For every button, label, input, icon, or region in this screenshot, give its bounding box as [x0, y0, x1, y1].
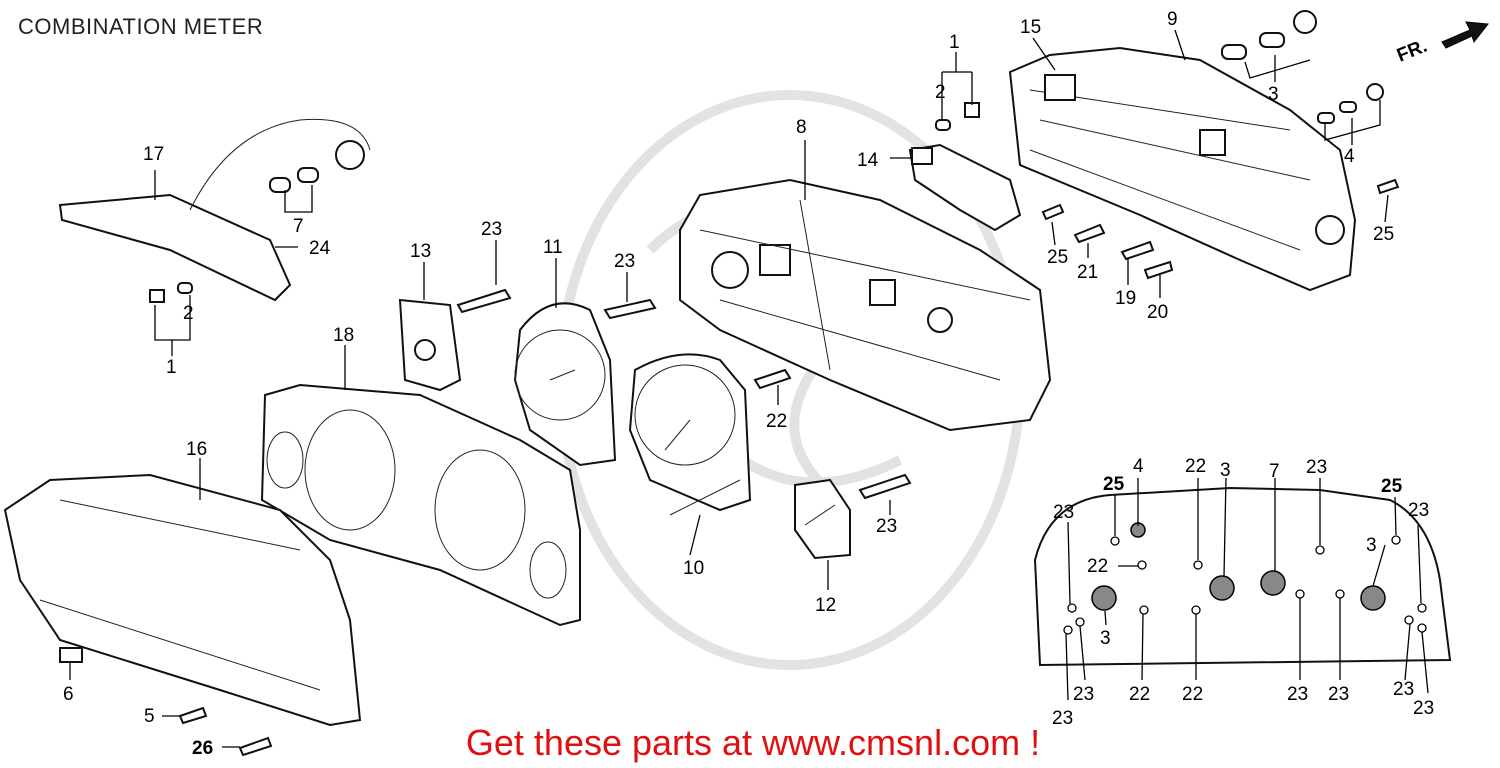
part-9-circuit-board — [1008, 46, 1357, 292]
leader-lines — [69, 29, 1429, 748]
svg-text:FR.: FR. — [1394, 36, 1430, 67]
callout-23: 23 — [1408, 500, 1429, 521]
callout-13: 13 — [410, 241, 431, 262]
callout-23: 23 — [1053, 502, 1074, 523]
callout-6: 6 — [63, 684, 74, 705]
part-8-meter-case — [679, 178, 1052, 432]
callout-labels: 1 2 15 9 3 4 25 8 14 25 21 19 20 17 7 24… — [63, 9, 1434, 759]
callout-2: 2 — [183, 303, 194, 324]
part-11-tachometer — [513, 302, 617, 467]
callout-15: 15 — [1020, 17, 1041, 38]
callout-9: 9 — [1167, 9, 1178, 30]
small-parts — [59, 10, 1400, 757]
callout-1: 1 — [166, 357, 177, 378]
back-plate — [1033, 486, 1452, 667]
callout-22: 22 — [1182, 684, 1203, 705]
part-18-faceplate — [260, 383, 581, 627]
callout-22: 22 — [1185, 456, 1206, 477]
callout-24: 24 — [309, 238, 331, 259]
callout-26: 26 — [192, 738, 213, 759]
callout-7: 7 — [1269, 461, 1280, 482]
callout-20: 20 — [1147, 302, 1168, 323]
callout-3: 3 — [1268, 84, 1279, 105]
callout-23: 23 — [614, 251, 635, 272]
promo-banner[interactable]: Get these parts at www.cmsnl.com ! — [0, 722, 1500, 764]
callout-22: 22 — [1129, 684, 1150, 705]
callout-25: 25 — [1103, 474, 1125, 495]
callout-19: 19 — [1115, 288, 1136, 309]
callout-3: 3 — [1220, 460, 1231, 481]
part-14-board — [908, 143, 1022, 232]
front-arrow-icon: FR. — [1394, 21, 1489, 67]
callout-23: 23 — [1287, 684, 1308, 705]
callout-23: 23 — [1393, 679, 1414, 700]
part-12-gauge — [794, 478, 851, 560]
callout-3: 3 — [1100, 628, 1111, 649]
callout-2: 2 — [935, 82, 946, 103]
part-16-lens — [3, 473, 362, 727]
callout-12: 12 — [815, 595, 836, 616]
callout-1: 1 — [949, 32, 960, 53]
callout-4: 4 — [1133, 456, 1144, 477]
callout-23: 23 — [1413, 698, 1434, 719]
callout-5: 5 — [144, 706, 155, 727]
promo-link-text[interactable]: Get these parts at www.cmsnl.com ! — [465, 722, 1041, 763]
callout-25: 25 — [1373, 224, 1394, 245]
callout-23: 23 — [481, 219, 502, 240]
callout-23: 23 — [1328, 684, 1349, 705]
callout-17: 17 — [143, 144, 164, 165]
page-title: COMBINATION METER — [18, 14, 264, 39]
callout-14: 14 — [857, 150, 879, 171]
callout-10: 10 — [683, 558, 704, 579]
callout-23: 23 — [1306, 457, 1327, 478]
callout-25: 25 — [1381, 476, 1403, 497]
callout-16: 16 — [186, 439, 207, 460]
callout-23: 23 — [1073, 684, 1094, 705]
callout-7: 7 — [293, 216, 304, 237]
callout-8: 8 — [796, 117, 807, 138]
callout-23: 23 — [1052, 708, 1073, 729]
callout-25: 25 — [1047, 247, 1068, 268]
callout-23: 23 — [876, 516, 897, 537]
callout-11: 11 — [543, 237, 563, 258]
part-13-gauge — [398, 298, 462, 392]
callout-18: 18 — [333, 325, 354, 346]
callout-3: 3 — [1366, 535, 1377, 556]
callout-4: 4 — [1344, 146, 1355, 167]
callout-22: 22 — [1087, 556, 1108, 577]
part-10-speedometer — [628, 353, 752, 516]
callout-21: 21 — [1077, 262, 1098, 283]
part-17-light-guide — [58, 118, 371, 302]
callout-22: 22 — [766, 411, 787, 432]
